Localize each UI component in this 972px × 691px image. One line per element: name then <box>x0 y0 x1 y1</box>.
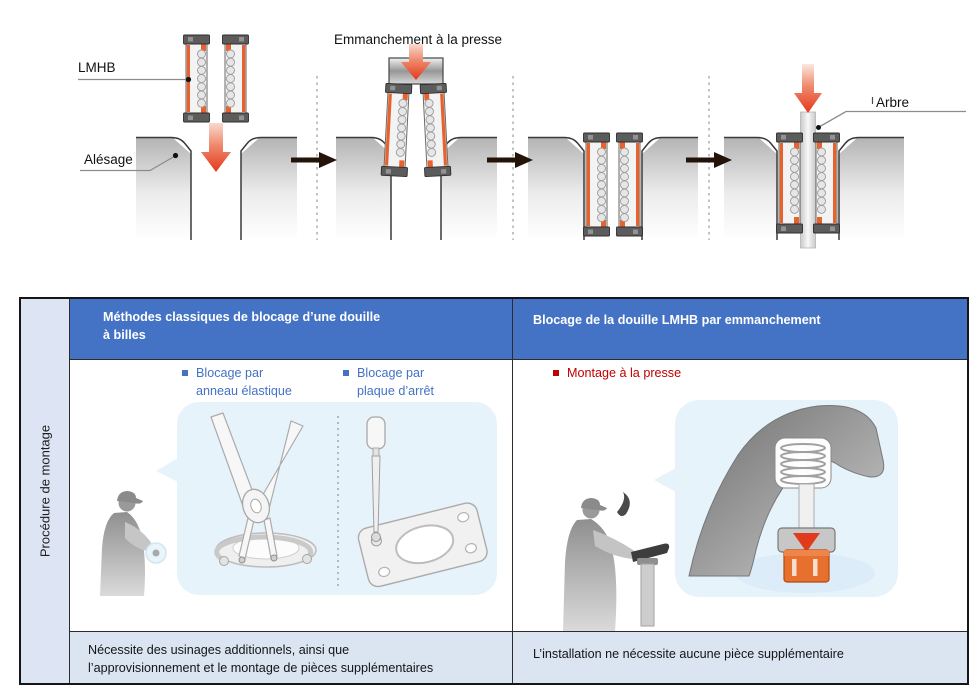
worker-silhouette <box>563 492 670 631</box>
press-rod <box>798 483 815 535</box>
sequence-arrows <box>291 152 732 168</box>
bubble-tail <box>156 458 178 482</box>
row-label-cell: Procédure de montage <box>21 299 70 683</box>
lmhb-bushing-stage2 <box>380 82 452 178</box>
press-post <box>640 563 655 627</box>
press-fit-illustration <box>563 400 898 631</box>
header-classic-methods: Méthodes classiques de blocage d’une dou… <box>70 299 513 360</box>
press-direction-arrows <box>201 44 822 172</box>
arbor-press-illustration <box>688 404 885 583</box>
bore-housings <box>136 136 904 240</box>
diagram-labels: LMHB Alésage Arbre Emmanchement à la pre… <box>78 32 966 172</box>
header-lmhb-method: Blocage de la douille LMHB par emmanchem… <box>513 299 967 360</box>
motion-mark <box>617 492 630 517</box>
stop-plate-illustration <box>357 416 488 588</box>
press-lever <box>631 543 670 562</box>
bubble-tail <box>654 468 676 492</box>
lmhb-bushing-stage3 <box>583 132 643 237</box>
screwdriver <box>366 416 386 542</box>
lmhb-label: LMHB <box>78 60 116 75</box>
square-bullet-icon <box>343 370 349 376</box>
square-bullet-icon <box>553 370 559 376</box>
lmhb-method-cell: Montage à la presse <box>513 360 967 632</box>
worker-silhouette <box>100 491 167 596</box>
classic-methods-illustration <box>100 402 497 596</box>
square-bullet-icon <box>182 370 188 376</box>
comparison-table: Procédure de montage Méthodes classiques… <box>19 297 969 685</box>
spring-coil <box>780 443 826 485</box>
press-frame <box>688 404 885 577</box>
snap-ring-pliers-illustration <box>210 412 317 568</box>
footer-lmhb-method: L’installation ne nécessite aucune pièce… <box>513 632 967 683</box>
bullet-item-press-fit: Montage à la presse <box>553 364 681 382</box>
red-arrow-icon <box>793 533 820 552</box>
lmhb-bushing-stage1 <box>183 34 249 123</box>
footer-classic-methods: Nécessite des usinages additionnels, ain… <box>70 632 513 683</box>
stage-separators <box>316 76 710 240</box>
installation-sequence-diagram: LMHB Alésage Arbre Emmanchement à la pre… <box>78 32 966 249</box>
press-fit-label: Emmanchement à la presse <box>334 32 502 47</box>
bore-label: Alésage <box>84 152 133 167</box>
lmhb-bushing-stage4 <box>776 132 840 234</box>
shaft-label: Arbre <box>876 95 909 110</box>
row-label: Procédure de montage <box>37 424 53 558</box>
